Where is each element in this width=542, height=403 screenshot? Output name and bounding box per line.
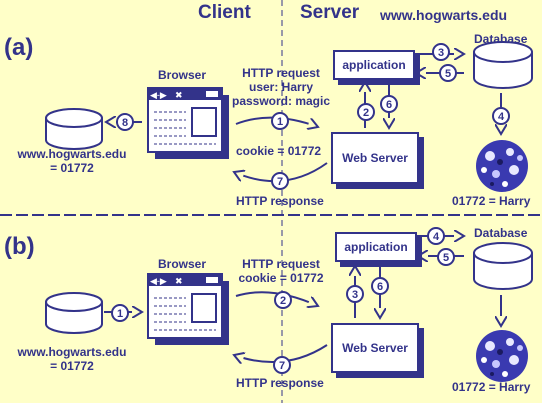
client-store-line-b-1: www.hogwarts.edu: [17, 345, 127, 359]
step-badge-b-2: 2: [274, 291, 292, 309]
step-badge-b-6: 6: [371, 277, 389, 295]
step-badge-b-5: 5: [437, 248, 455, 266]
server-heading: Server: [300, 2, 360, 23]
browser-window-a: ◀-▶ ✖: [147, 87, 229, 159]
panel-a-label: (a): [4, 34, 34, 61]
step-number: 7: [279, 360, 285, 372]
client-cookie-store-a: [45, 108, 103, 150]
step-number: 4: [433, 231, 440, 243]
web-server-box-a: Web Server: [331, 132, 419, 184]
svg-text:◀-▶: ◀-▶: [150, 276, 167, 286]
step-number: 2: [280, 295, 286, 307]
svg-text:✖: ✖: [175, 90, 183, 100]
arrow-request-b: [235, 291, 318, 306]
step-number: 5: [443, 252, 449, 264]
step-badge-a-2: 2: [357, 103, 375, 121]
application-box-a: application: [333, 50, 415, 80]
panel-b-label: (b): [4, 233, 35, 260]
step-number: 4: [498, 111, 505, 123]
step-badge-b-3: 3: [346, 285, 364, 303]
client-store-line-a-2: = 01772: [50, 161, 94, 175]
step-badges-a: 1 2 3 4 5 6 7 8: [116, 43, 510, 190]
client-cookie-store-b: [45, 292, 103, 334]
request-line-a-1: HTTP request: [242, 66, 320, 80]
client-store-line-b-2: = 01772: [50, 359, 94, 373]
step-badge-b-1: 1: [111, 304, 129, 322]
cookie-image-b: [476, 330, 528, 382]
database-cylinder-b: [473, 242, 533, 290]
cookie-label-a: cookie = 01772: [236, 144, 322, 158]
request-label-b: HTTP request cookie = 01772: [230, 257, 332, 285]
step-number: 8: [122, 117, 128, 129]
request-line-b-2: cookie = 01772: [238, 271, 324, 285]
step-number: 3: [438, 47, 444, 59]
client-store-line-a-1: www.hogwarts.edu: [17, 147, 127, 161]
step-badge-b-4: 4: [427, 227, 445, 245]
step-badges-b: 1 2 3 45 6 7: [111, 227, 455, 374]
domain-heading: www.hogwarts.edu: [380, 7, 508, 23]
step-number: 7: [277, 176, 283, 188]
database-cylinder-a: [473, 41, 533, 89]
step-badge-a-7: 7: [271, 172, 289, 190]
web-server-box-b: Web Server: [331, 323, 419, 373]
client-heading: Client: [198, 2, 251, 23]
step-number: 2: [363, 107, 369, 119]
database-label-b: Database: [474, 226, 528, 240]
step-badge-b-7: 7: [273, 356, 291, 374]
response-label-a: HTTP response: [236, 194, 324, 208]
step-badge-a-1: 1: [271, 112, 289, 130]
cookie-image-a: [476, 140, 528, 192]
step-number: 5: [445, 68, 451, 80]
request-line-b-1: HTTP request: [242, 257, 320, 271]
step-number: 1: [277, 116, 283, 128]
step-badge-a-4: 4: [492, 107, 510, 125]
step-badge-a-8: 8: [116, 113, 134, 131]
application-box-b: application: [335, 232, 417, 262]
request-line-a-3: password: magic: [231, 94, 331, 108]
request-label-a: HTTP request user: Harry password: magic: [230, 66, 332, 108]
step-number: 6: [386, 99, 392, 111]
step-number: 1: [117, 308, 123, 320]
step-number: 6: [377, 281, 383, 293]
database-label-a: Database: [474, 32, 528, 46]
client-store-label-a: www.hogwarts.edu = 01772: [8, 147, 136, 175]
browser-window-b: ◀-▶ ✖: [147, 273, 229, 345]
step-badge-a-5: 5: [439, 64, 457, 82]
svg-text:✖: ✖: [175, 276, 183, 286]
db-record-label-a: 01772 = Harry: [452, 194, 531, 208]
step-number: 3: [352, 289, 358, 301]
step-badge-a-3: 3: [432, 43, 450, 61]
step-badge-a-6: 6: [380, 95, 398, 113]
browser-label-a: Browser: [158, 68, 207, 82]
svg-text:◀-▶: ◀-▶: [150, 90, 167, 100]
browser-label-b: Browser: [158, 257, 207, 271]
request-line-a-2: user: Harry: [248, 80, 314, 94]
response-label-b: HTTP response: [236, 376, 324, 390]
db-record-label-b: 01772 = Harry: [452, 380, 531, 394]
client-store-label-b: www.hogwarts.edu = 01772: [8, 345, 136, 373]
